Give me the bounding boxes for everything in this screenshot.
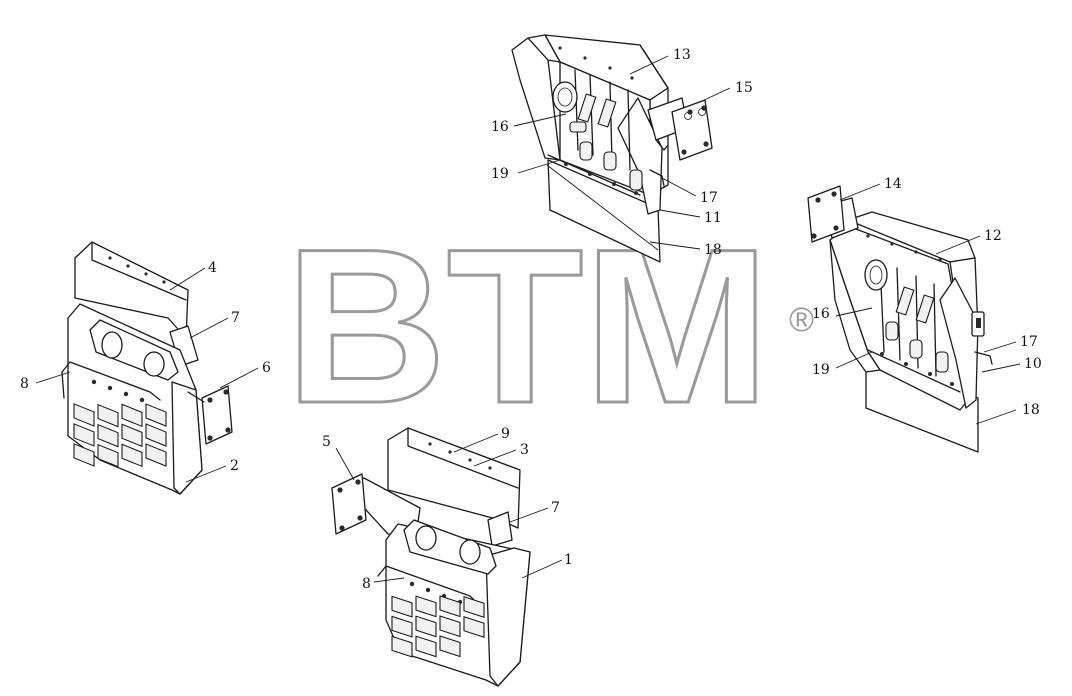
callout-4: 4 bbox=[208, 260, 217, 276]
mudguard-assembly-bottom bbox=[331, 427, 531, 687]
callout-9: 9 bbox=[501, 426, 510, 442]
callout-13: 13 bbox=[673, 47, 691, 63]
callout-14: 14 bbox=[884, 176, 902, 192]
callout-3: 3 bbox=[520, 442, 529, 458]
callout-15: 15 bbox=[735, 80, 753, 96]
callout-17: 17 bbox=[1020, 334, 1038, 350]
callout-6: 6 bbox=[262, 360, 271, 376]
callout-16: 16 bbox=[491, 119, 509, 135]
leader-lines bbox=[35, 55, 1021, 583]
callout-5: 5 bbox=[322, 434, 331, 450]
callout-19: 19 bbox=[812, 362, 830, 378]
callout-1: 1 bbox=[564, 552, 573, 568]
callout-7: 7 bbox=[231, 310, 240, 326]
watermark-text: BTM bbox=[285, 203, 770, 449]
callout-18: 18 bbox=[704, 242, 722, 258]
callout-7: 7 bbox=[551, 500, 560, 516]
bottom-grille bbox=[391, 595, 485, 658]
mudguard-assembly-right bbox=[807, 185, 993, 453]
callout-labels: 13 15 16 19 17 11 18 14 12 16 19 17 10 1… bbox=[20, 47, 1042, 592]
mudguard-assembly-left bbox=[61, 241, 233, 495]
callout-2: 2 bbox=[230, 458, 239, 474]
callout-18: 18 bbox=[1022, 402, 1040, 418]
callout-12: 12 bbox=[984, 228, 1002, 244]
left-grille bbox=[73, 403, 167, 468]
watermark-registered-mark: ® bbox=[789, 301, 814, 339]
callout-16: 16 bbox=[812, 306, 830, 322]
callout-10: 10 bbox=[1024, 356, 1042, 372]
btm-watermark: BTM ® bbox=[284, 202, 815, 451]
callout-11: 11 bbox=[704, 210, 722, 226]
callout-8: 8 bbox=[20, 376, 29, 392]
callout-8: 8 bbox=[362, 576, 371, 592]
callout-17: 17 bbox=[700, 190, 718, 206]
mudguard-assembly-top bbox=[511, 34, 713, 263]
callout-19: 19 bbox=[491, 166, 509, 182]
